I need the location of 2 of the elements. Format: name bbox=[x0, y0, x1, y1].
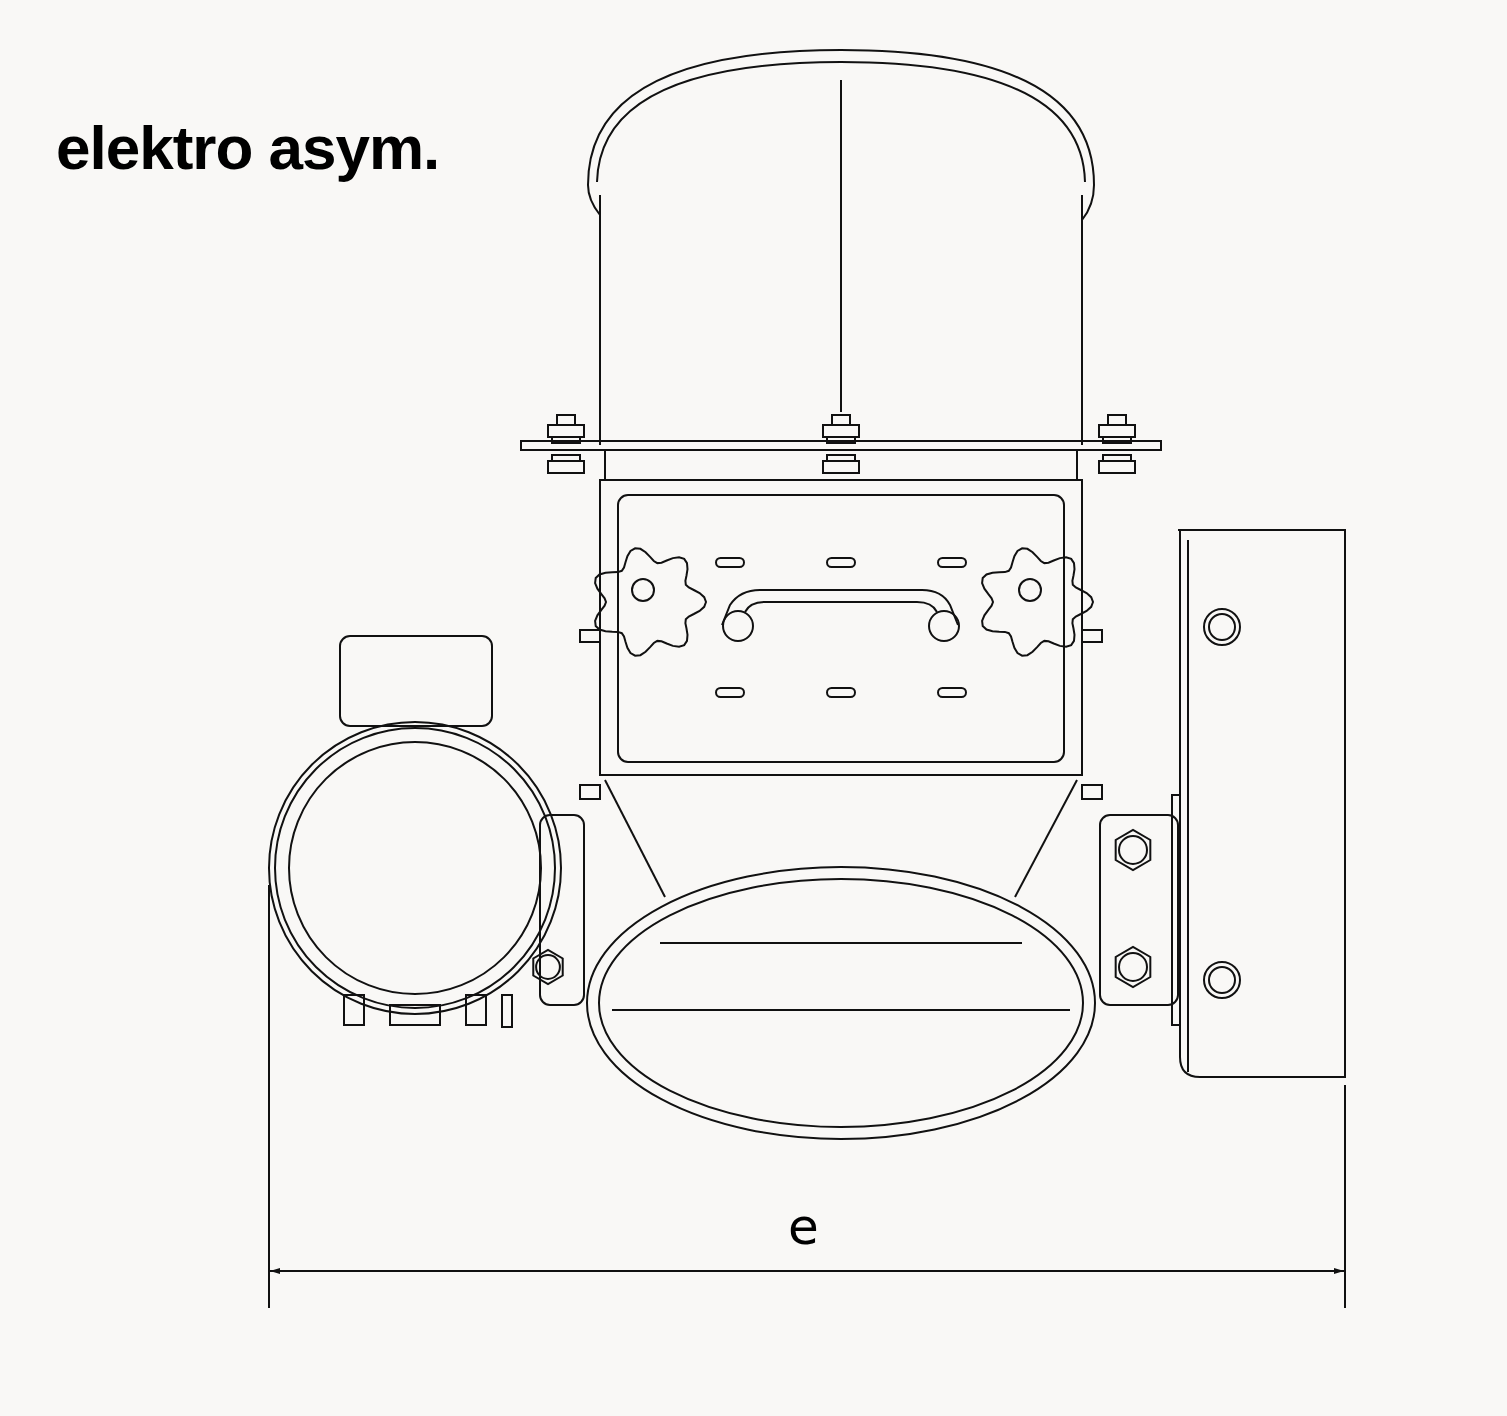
title: elektro asym. bbox=[56, 112, 440, 183]
dimension-label: e bbox=[788, 1202, 819, 1252]
